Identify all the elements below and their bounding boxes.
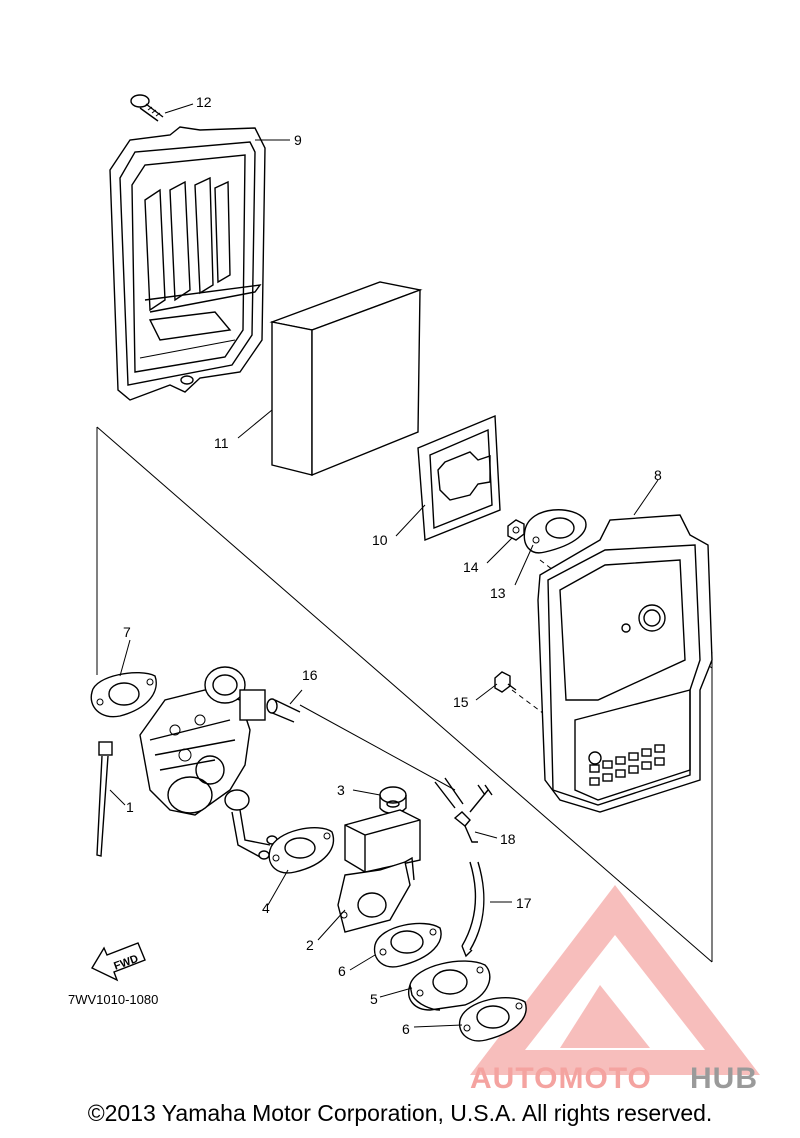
label-6-upper: 6 [338, 963, 346, 979]
label-11: 11 [214, 435, 229, 451]
part-16-hose [266, 698, 301, 723]
part-9-case [109, 126, 266, 401]
label-3: 3 [337, 782, 345, 798]
label-13: 13 [490, 585, 506, 601]
part-14-nut [507, 519, 525, 541]
part-5-insulator [408, 960, 491, 1011]
label-6-lower: 6 [402, 1021, 410, 1037]
label-14: 14 [463, 559, 479, 575]
label-7: 7 [123, 624, 131, 640]
part-17-fuel-hose [461, 861, 485, 958]
part-10-gasket [417, 414, 501, 542]
diagram-code: 7WV1010-1080 [68, 992, 158, 1007]
part-1-band [96, 741, 113, 857]
part-18-joint [434, 777, 493, 843]
part-11-element [269, 281, 423, 477]
carburetor [139, 666, 278, 860]
part-2-bracket [337, 809, 421, 933]
watermark-text-1: AUTOMOTO [470, 1062, 652, 1095]
label-9: 9 [294, 132, 302, 148]
part-4-gasket [268, 826, 334, 874]
part-8-cover [537, 514, 713, 813]
label-12: 12 [196, 94, 212, 110]
part-3-damper [379, 786, 407, 814]
label-17: 17 [516, 895, 532, 911]
cover-slots [589, 744, 665, 786]
fwd-arrow-icon: FWD [91, 942, 146, 982]
label-18: 18 [500, 831, 516, 847]
watermark-text-2: HUB [690, 1062, 758, 1095]
label-5: 5 [370, 991, 378, 1007]
part-12-screw [130, 94, 164, 122]
label-15: 15 [453, 694, 469, 710]
part-7-gasket [90, 672, 157, 718]
label-16: 16 [302, 667, 318, 683]
part-6-gasket-upper [373, 922, 442, 968]
watermark-logo: AUTOMOTO HUB [470, 885, 760, 1095]
part-labels: 12 9 11 10 14 13 8 15 7 16 3 18 17 1 4 2… [123, 94, 662, 1037]
part-13-gasket [523, 509, 587, 554]
part-15-bolt [494, 671, 517, 693]
label-10: 10 [372, 532, 388, 548]
label-8: 8 [654, 467, 662, 483]
leader-lines [109, 103, 659, 1028]
part-6-gasket-lower [458, 996, 527, 1042]
label-4: 4 [262, 900, 270, 916]
label-1: 1 [126, 799, 134, 815]
copyright-footer: ©2013 Yamaha Motor Corporation, U.S.A. A… [87, 1100, 713, 1126]
label-2: 2 [306, 937, 314, 953]
